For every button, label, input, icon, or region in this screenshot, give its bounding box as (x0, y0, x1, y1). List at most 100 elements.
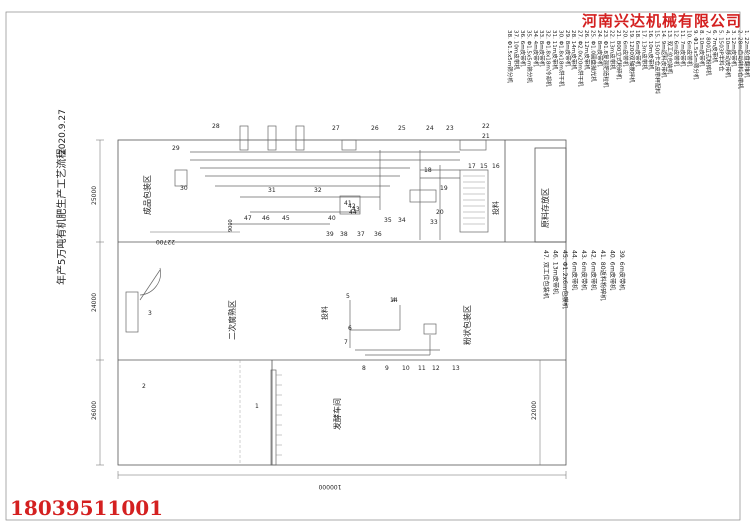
callout-number: 4 (392, 297, 396, 304)
legend-top-item: 23. Φ1.8复混肥造粒机 (602, 30, 610, 88)
legend-top-item: 13. 双工位包装机 (666, 30, 674, 75)
legend-top-item: 6. 7m皮带机 (711, 30, 719, 63)
legend-top-item: 26. 12m皮带机 (583, 30, 591, 70)
callout-number: 23 (446, 125, 454, 132)
callout-number: 7 (344, 339, 348, 346)
callout-number: 39 (326, 231, 334, 238)
legend-top-item: 19. 1200双轴搅拌机 (628, 30, 636, 83)
area-powder-packing: 粉状包装区 (462, 305, 472, 345)
dim-9000: 9000 (228, 219, 234, 232)
legend-top-item: 1. 22m轮盘翻堆机 (743, 30, 750, 78)
callout-number: 34 (398, 217, 406, 224)
callout-number: 9 (385, 365, 389, 372)
legend-top-item: 25. Φ1.0圆盘抛光机 (589, 30, 597, 82)
callout-number: 11 (418, 365, 426, 372)
callout-number: 10 (402, 365, 410, 372)
legend-bottom-item: 41. 80返料粉碎机 (599, 250, 607, 301)
legend-top-item: 36. 6m皮带机 (519, 30, 527, 67)
legend-top-item: 5. 1503P半料仓 (717, 30, 725, 72)
callout-number: 36 (374, 231, 382, 238)
callout-number: 43 (352, 206, 360, 213)
callout-number: 28 (212, 123, 220, 130)
drawing-frame (5, 11, 741, 521)
callout-number: 16 (492, 163, 500, 170)
dim-25000: 25000 (91, 186, 98, 205)
diagram-date: 2020.9.27 (58, 109, 68, 155)
turner-rail (270, 369, 282, 466)
callout-number: 22 (482, 123, 490, 130)
area-fermentation: 发酵车间 (332, 398, 342, 430)
callout-number: 27 (332, 125, 340, 132)
legend-top-item: 28. 14m皮带机 (570, 30, 578, 70)
legend-top-item: 31. 11m皮带机 (551, 30, 559, 70)
legend-top-item: 37. 10m皮带机 (513, 30, 521, 70)
legend-top-item: 30. Φ1.8x18m烘干机 (557, 30, 565, 87)
lower-line-equipment (125, 267, 440, 356)
area-secondary-aging: 二次腐熟区 (227, 300, 237, 340)
callout-number: 40 (328, 215, 336, 222)
legend-bottom-item: 45. Φ1.2x6m包膜机 (561, 250, 569, 310)
callout-number: 17 (468, 163, 476, 170)
legend-bottom-item: 47. 双工位包装机 (542, 250, 550, 300)
callout-number: 44 (349, 209, 357, 216)
callout-number: 33 (430, 219, 438, 226)
legend-top-item: 17. 13m皮带机 (641, 30, 649, 70)
dim-22000: 22000 (531, 401, 538, 420)
area-product-packing: 成品包装区 (142, 175, 152, 215)
legend-top-item: 35. Φ1.5x5m筛分机 (525, 30, 533, 83)
legend-bottom-item: 44. 6m皮带机 (571, 250, 579, 291)
legend-bottom-item: 40. 6m皮带机 (609, 250, 617, 291)
legend-top-item: 4. 10m移动皮带机 (724, 30, 732, 78)
feed-label-lower: 投料 (320, 306, 329, 320)
callout-number: 31 (268, 187, 276, 194)
legend-top-item: 33. 8m皮带机 (538, 30, 546, 67)
callout-number: 18 (424, 167, 432, 174)
dim-22700: 22700 (156, 238, 175, 245)
legend-top-item: 38. Φ1.5x5m筛分机 (506, 30, 514, 83)
callout-number: 20 (436, 209, 444, 216)
phone-number: 18039511001 (10, 496, 164, 520)
legend-bottom-item: 39. 6m皮带机 (618, 250, 626, 291)
legend-top-item: 18. 6m皮带机 (634, 30, 642, 67)
callout-number: 6 (348, 325, 352, 332)
callout-number: 37 (357, 231, 365, 238)
upper-line-equipment (174, 125, 489, 240)
legend-bottom-item: 42. 6m皮带机 (590, 250, 598, 291)
callout-number: 14 (390, 297, 398, 304)
bin-hatch (463, 175, 485, 225)
legend-top-item: 10. 6m皮带机 (685, 30, 693, 67)
callout-number: 5 (346, 293, 350, 300)
callout-number: 1 (255, 403, 259, 410)
legend-top-item: 27. Φ2.0x20m烘干机 (577, 30, 585, 87)
area-raw-storage: 原料存放区 (540, 188, 550, 228)
callout-number: 13 (452, 365, 460, 372)
legend-top-item: 7. 800立式粉碎机 (705, 30, 713, 76)
company-name: 河南兴达机械有限公司 (581, 12, 742, 30)
legend-top-item: 11. 7m皮带机 (679, 30, 687, 67)
legend-top-item: 15. 1500卡仓皮带秤配料 (653, 30, 661, 94)
callout-number: 30 (180, 185, 188, 192)
callout-number: 3 (148, 310, 152, 317)
dim-24000: 24000 (91, 293, 98, 312)
dim-26000: 26000 (91, 401, 98, 420)
legend-top-item: 21. 800立式粉碎机 (615, 30, 623, 80)
callout-number: 29 (172, 145, 180, 152)
legend-bottom-item: 46. 13m皮带机 (552, 250, 560, 295)
legend-top-item: 29. 8m皮带机 (564, 30, 572, 67)
dim-100000: 100000 (318, 483, 341, 490)
legend-top-item: 3. 12m皮带机 (730, 30, 738, 67)
callout-number: 25 (398, 125, 406, 132)
callout-number: 2 (142, 383, 146, 390)
callout-number: 19 (440, 185, 448, 192)
legend-top-item: 9. Φ1.5x5m筛分机 (692, 30, 700, 80)
legend-top-item: 12. 6m皮带机 (673, 30, 681, 67)
legend-top-item: 8. 10m皮带机 (698, 30, 706, 67)
feed-label-upper: 投料 (491, 201, 500, 215)
callout-number: 26 (371, 125, 379, 132)
legend-top-item: 34. 4m皮带机 (532, 30, 540, 67)
legend-top-item: 14. 9m返料皮带机 (660, 30, 668, 78)
